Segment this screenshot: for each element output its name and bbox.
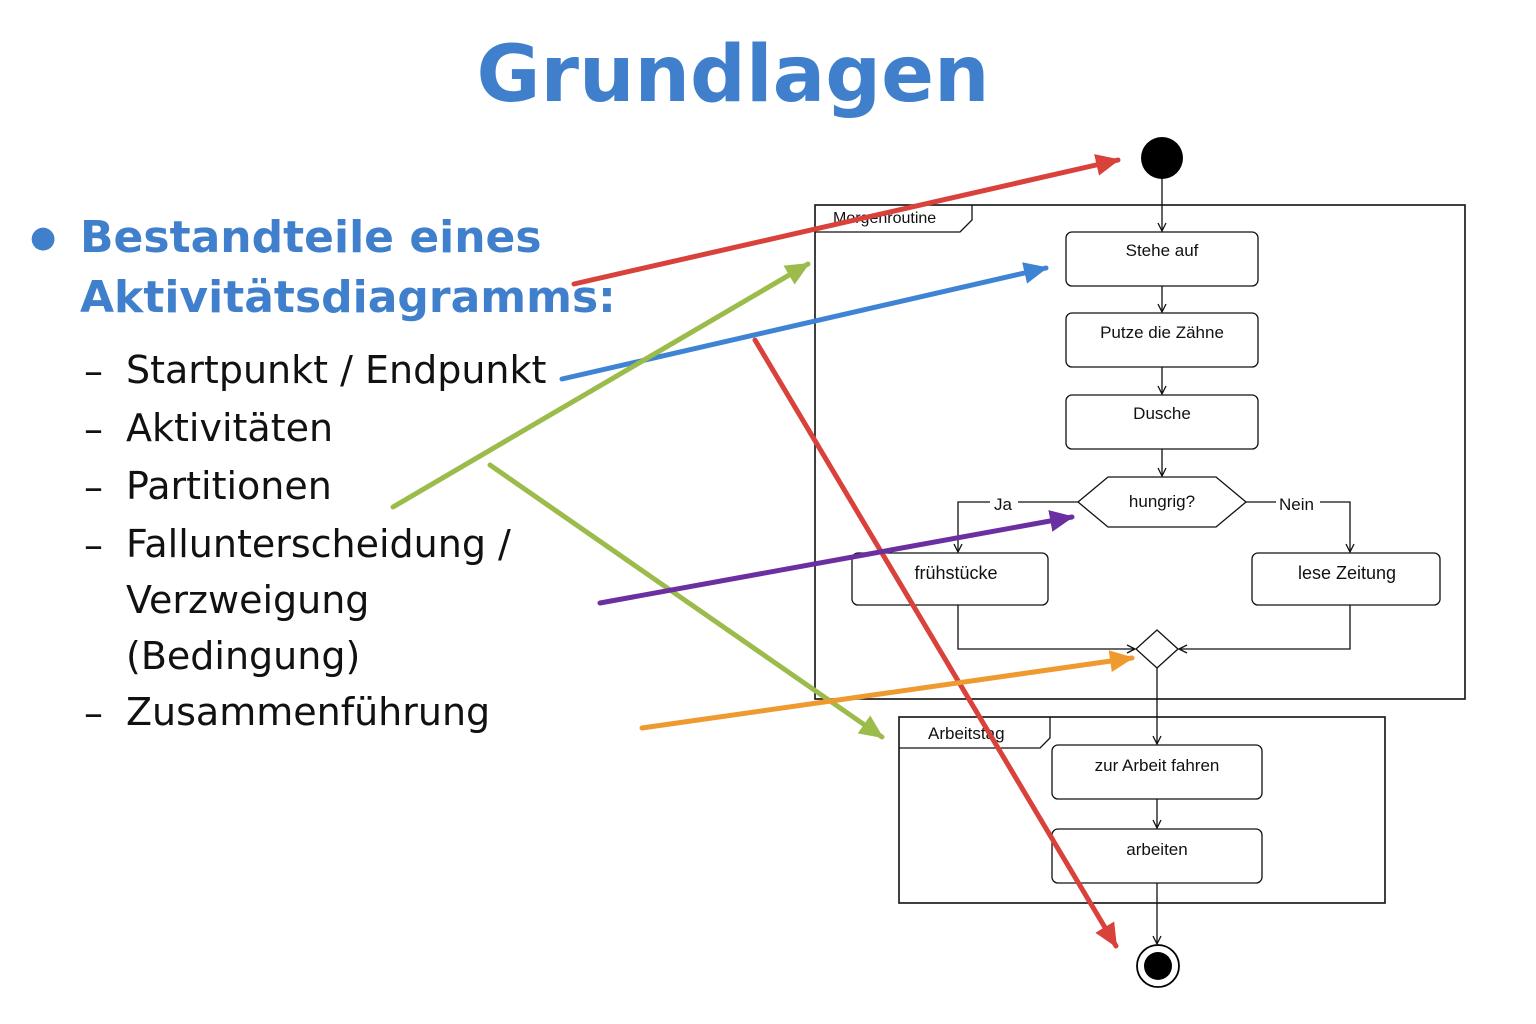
- activity-dusche: Dusche: [1065, 394, 1259, 450]
- svg-text:Stehe auf: Stehe auf: [1126, 241, 1199, 260]
- list-item: –Fallunterscheidung / Verzweigung (Bedin…: [84, 522, 511, 678]
- bullet-heading: Bestandteile eines Aktivitätsdiagramms:: [80, 212, 616, 323]
- svg-text:frühstücke: frühstücke: [914, 563, 997, 583]
- green-arrow-partition-1: [390, 261, 811, 510]
- svg-text:Putze die Zähne: Putze die Zähne: [1100, 323, 1224, 342]
- end-node: [1136, 944, 1180, 988]
- activity-putze-zaehne: Putze die Zähne: [1065, 312, 1259, 368]
- bullet-main: ● Bestandteile eines Aktivitätsdiagramms…: [30, 208, 616, 328]
- list-item: –Aktivitäten: [84, 406, 334, 451]
- guard-yes-label: Ja: [994, 495, 1013, 514]
- svg-text:lese Zeitung: lese Zeitung: [1298, 563, 1396, 583]
- green-arrow-partition-2: [487, 462, 885, 740]
- activity-fruehstuecke: frühstücke: [851, 552, 1049, 606]
- activity-arbeiten: arbeiten: [1051, 828, 1263, 884]
- list-item: –Partitionen: [84, 464, 332, 509]
- guard-no-label: Nein: [1279, 495, 1314, 514]
- list-item: –Zusammenführung: [84, 690, 491, 735]
- list-item: –Startpunkt / Endpunkt: [84, 348, 547, 393]
- red-arrow-end: [752, 337, 1119, 949]
- annotation-arrows: [390, 154, 1135, 949]
- blue-arrow-activity: [559, 262, 1049, 382]
- activity-zur-arbeit-fahren: zur Arbeit fahren: [1051, 744, 1263, 800]
- start-node: [1141, 137, 1183, 179]
- svg-text:arbeiten: arbeiten: [1126, 840, 1187, 859]
- partition-label: Morgenroutine: [833, 210, 936, 227]
- svg-text:hungrig?: hungrig?: [1129, 492, 1195, 511]
- svg-text:zur Arbeit fahren: zur Arbeit fahren: [1095, 756, 1220, 775]
- merge-node: [1135, 629, 1179, 669]
- purple-arrow-decision: [597, 510, 1075, 606]
- bullet-dot-icon: ●: [30, 220, 57, 255]
- decision-hungrig: hungrig?: [1076, 476, 1248, 528]
- activity-lese-zeitung: lese Zeitung: [1251, 552, 1441, 606]
- component-list: –Startpunkt / Endpunkt –Aktivitäten –Par…: [84, 342, 606, 742]
- activity-stehe-auf: Stehe auf: [1065, 231, 1259, 287]
- partition-morgenroutine: Morgenroutine: [814, 204, 1466, 700]
- red-arrow-start: [571, 154, 1121, 287]
- svg-text:Dusche: Dusche: [1133, 404, 1191, 423]
- slide-title: Grundlagen: [476, 30, 990, 120]
- orange-arrow-merge: [639, 650, 1135, 731]
